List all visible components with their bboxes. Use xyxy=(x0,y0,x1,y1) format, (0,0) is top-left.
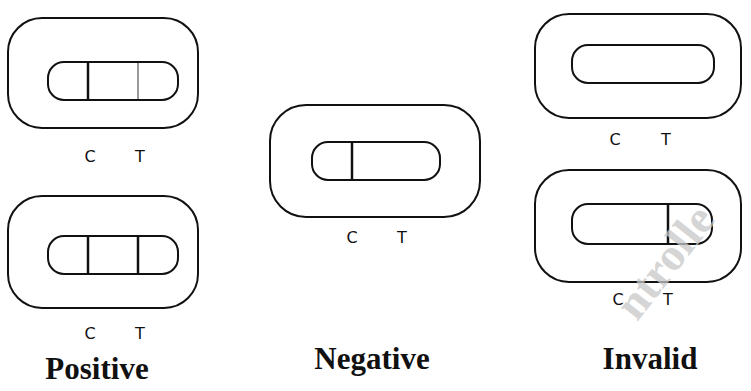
control-line xyxy=(87,237,90,273)
group-title: Invalid xyxy=(603,343,698,374)
cassette-outline xyxy=(270,105,480,217)
control-line xyxy=(351,143,354,179)
control-line xyxy=(87,63,90,99)
cassette-outline xyxy=(8,196,198,308)
cassette-outline xyxy=(8,18,198,128)
cassette-mark: C xyxy=(609,132,620,148)
cassette-outline xyxy=(535,14,741,118)
cassette-mark: C xyxy=(84,326,95,342)
cassette-mark: C xyxy=(346,230,357,246)
cassette-mark: T xyxy=(397,230,407,246)
group-title: Negative xyxy=(314,343,429,374)
cassette-mark: T xyxy=(661,132,671,148)
cassette-mark: T xyxy=(135,149,145,165)
cassette-mark: T xyxy=(135,326,145,342)
test-line xyxy=(137,237,140,273)
result-window xyxy=(48,236,178,274)
group-title: Positive xyxy=(45,353,148,384)
result-window xyxy=(572,45,714,83)
cassette-mark: C xyxy=(84,149,95,165)
result-window xyxy=(312,142,440,180)
result-window xyxy=(48,62,178,100)
test-line xyxy=(137,63,139,99)
